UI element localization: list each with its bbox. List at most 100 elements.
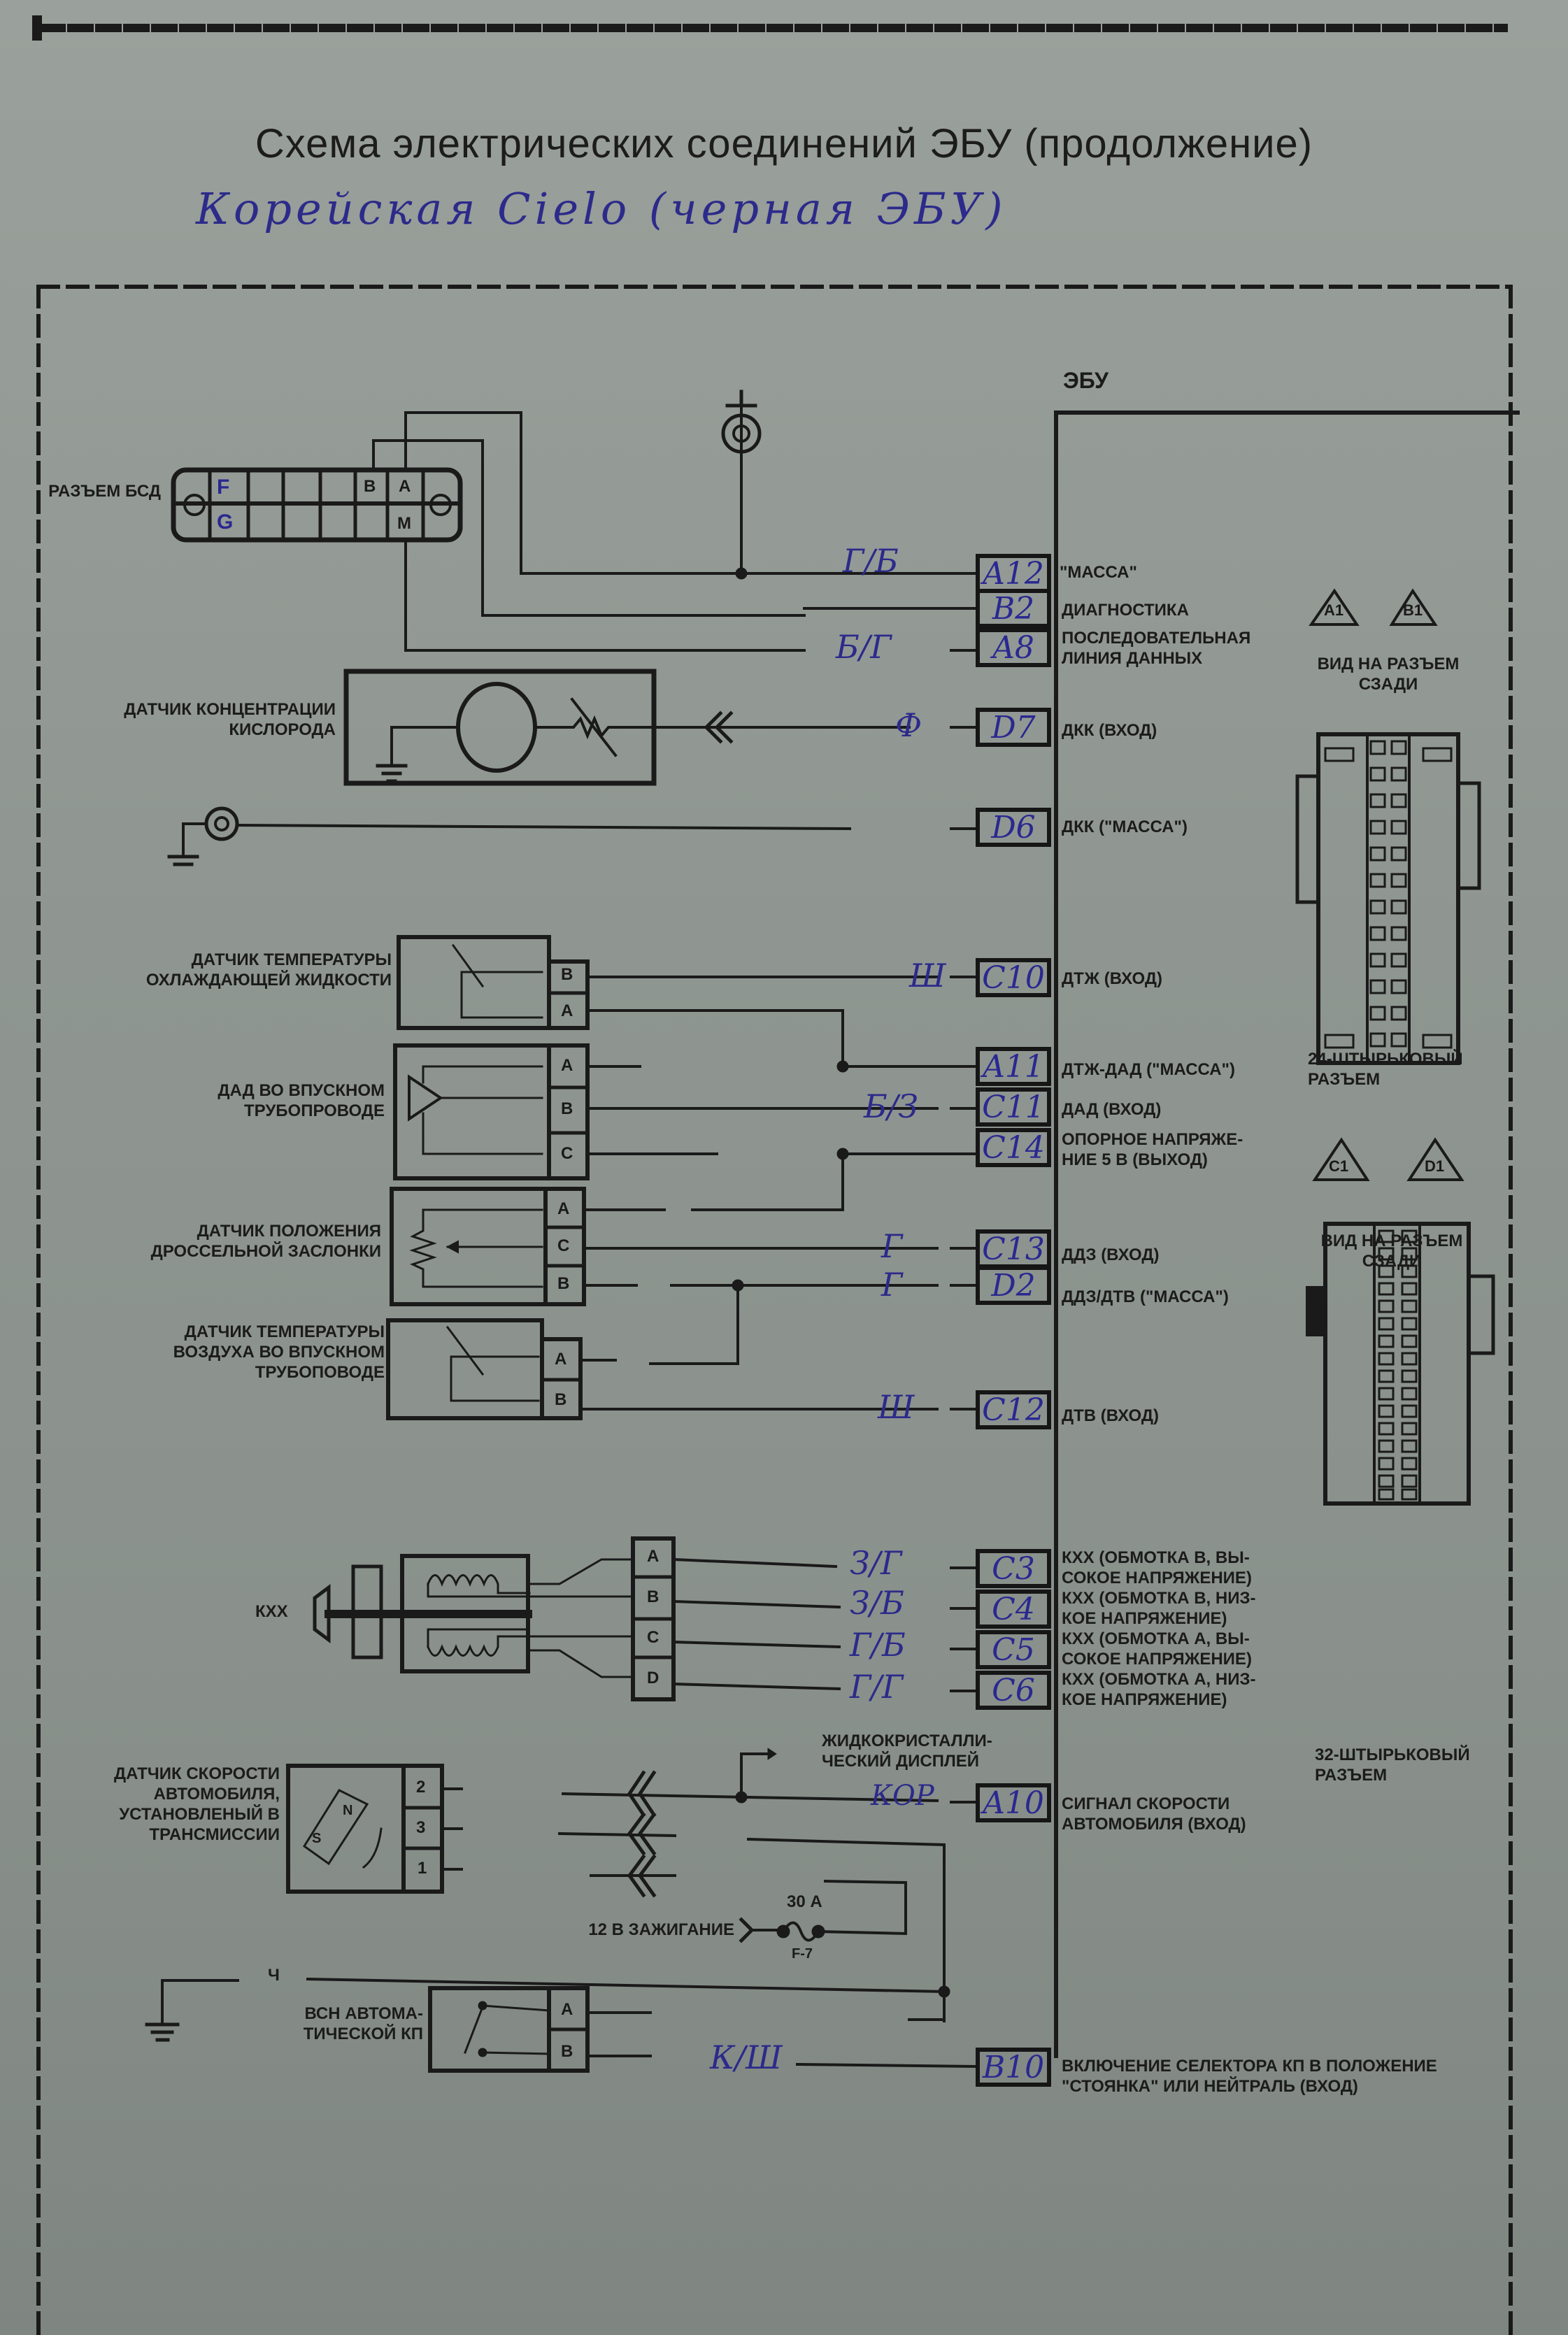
ecu-pin-c6: C6 <box>976 1671 1051 1710</box>
pin-function-d7: ДКК (ВХОД) <box>1062 721 1157 740</box>
ecu-pin-d2: D2 <box>976 1266 1051 1305</box>
wire-color-c10: Ш <box>909 957 946 994</box>
fuse-id: F-7 <box>792 1946 813 1962</box>
pin-function-c6: КХХ (ОБМОТКА А, НИЗ- КОЕ НАПРЯЖЕНИЕ) <box>1062 1670 1256 1709</box>
pn-pin-b: B <box>561 2042 573 2061</box>
ignition-label: 12 В ЗАЖИГАНИЕ <box>588 1920 734 1939</box>
pin-function-c10: ДТЖ (ВХОД) <box>1062 969 1162 988</box>
iac-pin-b: B <box>647 1587 660 1606</box>
pin-function-b10: ВКЛЮЧЕНИЕ СЕЛЕКТОРА КП В ПОЛОЖЕНИЕ "СТОЯ… <box>1062 2057 1437 2096</box>
tps-label: ДАТЧИК ПОЛОЖЕНИЯ ДРОССЕЛЬНОЙ ЗАСЛОНКИ <box>150 1222 381 1261</box>
fuse-rating: 30 А <box>787 1892 822 1911</box>
ecu-pin-c3: C3 <box>976 1549 1051 1588</box>
pin-function-a11: ДТЖ-ДАД ("МАССА") <box>1062 1060 1235 1079</box>
ecu-pin-b10: B10 <box>976 2048 1051 2087</box>
map-pin-a: A <box>561 1056 573 1075</box>
dlc-body <box>171 467 463 543</box>
wire-color-c12: Ш <box>878 1388 915 1426</box>
ecu-pin-a10: A10 <box>976 1783 1051 1822</box>
view-id-c1: C1 <box>1329 1157 1349 1175</box>
ecu-pin-c12: C12 <box>976 1390 1051 1429</box>
map-pin-b: B <box>561 1099 573 1118</box>
pin-function-b2: ДИАГНОСТИКА <box>1062 601 1189 620</box>
ecu-pin-a12: A12 <box>976 554 1051 593</box>
wire-color-a12: Г/Б <box>843 542 899 580</box>
pin-function-a10: СИГНАЛ СКОРОСТИ АВТОМОБИЛЯ (ВХОД) <box>1062 1794 1246 1834</box>
iat-sensor-label: ДАТЧИК ТЕМПЕРАТУРЫ ВОЗДУХА ВО ВПУСКНОМ Т… <box>173 1322 385 1382</box>
iac-pin-c: C <box>647 1628 660 1647</box>
ecu-pin-d7: D7 <box>976 708 1051 747</box>
ecu-pin-a8: A8 <box>976 628 1051 667</box>
connector-24pin-label: 24-ШТЫРЬКОВЫЙ РАЗЪЕМ <box>1308 1050 1463 1089</box>
view-id-a1: A1 <box>1324 601 1344 619</box>
ground-wire-color: Ч <box>268 1966 280 1985</box>
wire-color-c4: З/Б <box>850 1584 904 1622</box>
pin-function-c13: ДДЗ (ВХОД) <box>1062 1245 1160 1264</box>
ecu-pin-c5: C5 <box>976 1630 1051 1669</box>
ecu-pin-c10: C10 <box>976 958 1051 997</box>
ecu-pin-c4: C4 <box>976 1590 1051 1629</box>
pin-function-c12: ДТВ (ВХОД) <box>1062 1406 1159 1425</box>
wire-color-a10: КОР <box>871 1780 934 1812</box>
wire-color-c6: Г/Г <box>850 1668 904 1706</box>
pin-function-c3: КХХ (ОБМОТКА В, ВЫ- СОКОЕ НАПРЯЖЕНИЕ) <box>1062 1548 1252 1587</box>
vss-pin-3: 3 <box>416 1818 426 1837</box>
ecu-pin-d6: D6 <box>976 808 1051 847</box>
pin-function-c14: ОПОРНОЕ НАПРЯЖЕ- НИЕ 5 В (ВЫХОД) <box>1062 1130 1243 1169</box>
pin-function-c11: ДАД (ВХОД) <box>1062 1100 1162 1119</box>
dlc-cell-a: A <box>399 477 411 496</box>
wire-color-c11: Б/З <box>864 1087 918 1125</box>
ecu-outline <box>1054 410 1520 2058</box>
coolant-pin-a: A <box>561 1001 573 1020</box>
iac-pin-d: D <box>647 1669 660 1687</box>
iat-pin-b: B <box>555 1390 567 1409</box>
view-id-d1: D1 <box>1425 1157 1445 1175</box>
view-caption-32: ВИД НА РАЗЪЕМ СЗАДИ <box>1320 1231 1463 1271</box>
pin-function-d6: ДКК ("МАССА") <box>1062 817 1188 836</box>
dlc-cell-m: M <box>397 514 411 533</box>
wire-color-c3: З/Г <box>850 1544 902 1582</box>
ecu-pin-c14: C14 <box>976 1128 1051 1167</box>
pin-function-c5: КХХ (ОБМОТКА А, ВЫ- СОКОЕ НАПРЯЖЕНИЕ) <box>1062 1629 1252 1669</box>
coolant-pin-b: B <box>561 965 573 984</box>
ecu-pin-a11: A11 <box>976 1047 1051 1086</box>
wire-color-c5: Г/Б <box>850 1626 906 1664</box>
view-id-b1: B1 <box>1403 601 1423 619</box>
vss-magnet-s: S <box>312 1831 322 1846</box>
tps-pin-b: B <box>557 1274 570 1293</box>
ecu-pin-c13: C13 <box>976 1229 1051 1269</box>
wire-color-d2: Г <box>881 1266 903 1304</box>
iat-pin-a: A <box>555 1350 567 1369</box>
vss-pin-2: 2 <box>416 1778 426 1797</box>
vss-pin-1: 1 <box>418 1859 427 1878</box>
tps-pin-c: C <box>557 1236 570 1255</box>
map-sensor-label: ДАД ВО ВПУСКНОМ ТРУБОПРОВОДЕ <box>218 1081 385 1120</box>
dlc-label: РАЗЪЕМ БСД <box>48 482 161 501</box>
handwritten-note: Корейская Cielo (черная ЭБУ) <box>196 183 1007 234</box>
dlc-cell-b: B <box>364 477 376 496</box>
view-caption-24: ВИД НА РАЗЪЕМ СЗАДИ <box>1317 655 1460 694</box>
vss-label: ДАТЧИК СКОРОСТИ АВТОМОБИЛЯ, УСТАНОВЛЕНЫЙ… <box>114 1764 280 1844</box>
map-pin-c: C <box>561 1144 573 1163</box>
connector-32pin-label: 32-ШТЫРЬКОВЫЙ РАЗЪЕМ <box>1315 1745 1470 1785</box>
dlc-cell-f: F <box>217 476 230 499</box>
pn-pin-a: A <box>561 2000 573 2019</box>
pin-function-a8: ПОСЛЕДОВАТЕЛЬНАЯ ЛИНИЯ ДАННЫХ <box>1062 629 1251 668</box>
corner-mark <box>32 15 42 41</box>
page-title: Схема электрических соединений ЭБУ (прод… <box>255 121 1313 166</box>
dlc-cell-g: G <box>217 510 234 534</box>
pin-function-a12: "МАССА" <box>1060 563 1137 582</box>
o2-sensor-label: ДАТЧИК КОНЦЕНТРАЦИИ КИСЛОРОДА <box>124 700 336 739</box>
wire-color-b10: К/Ш <box>710 2038 783 2076</box>
ecu-pin-c11: C11 <box>976 1087 1051 1127</box>
iac-label: КХХ <box>255 1602 288 1621</box>
lcd-display-label: ЖИДКОКРИСТАЛЛИ- ЧЕСКИЙ ДИСПЛЕЙ <box>822 1731 992 1771</box>
ecu-pin-b2: B2 <box>976 589 1051 628</box>
pin-function-c4: КХХ (ОБМОТКА В, НИЗ- КОЕ НАПРЯЖЕНИЕ) <box>1062 1589 1256 1628</box>
park-neutral-switch-label: ВСН АВТОМА- ТИЧЕСКОЙ КП <box>303 2004 423 2043</box>
wire-color-d7: Ф <box>895 706 922 744</box>
wire-color-a8: Б/Г <box>836 628 892 666</box>
tps-pin-a: A <box>557 1199 570 1218</box>
